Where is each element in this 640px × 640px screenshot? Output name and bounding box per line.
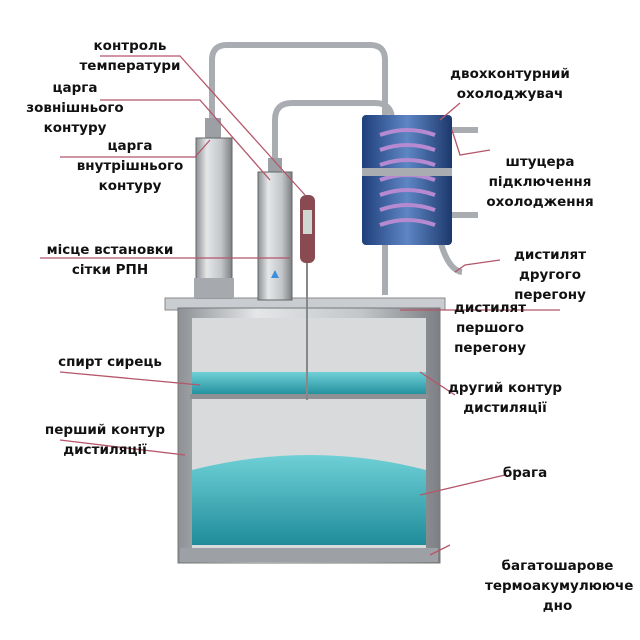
label-mesh-place: місце встановки сітки РПН bbox=[46, 242, 174, 278]
label-bottom: багатошарове термоакумулююче дно bbox=[485, 558, 634, 614]
label-outer-column: царга зовнішнього контуру bbox=[26, 80, 124, 136]
label-cooling-fittings: штуцера підключення охолодження bbox=[486, 154, 594, 210]
cooler bbox=[362, 115, 452, 245]
raw-spirit-level bbox=[192, 372, 426, 396]
mash-level bbox=[192, 455, 426, 545]
label-first-circuit: перший контур дистиляції bbox=[44, 422, 166, 458]
label-inner-column: царга внутрішнього контуру bbox=[76, 138, 184, 194]
outer-column bbox=[194, 118, 234, 299]
label-raw-spirit: спирт сирець bbox=[58, 354, 162, 370]
label-mash: брага bbox=[502, 465, 548, 481]
label-dual-cooler: двохконтурний охолоджувач bbox=[450, 66, 570, 102]
label-second-circuit: другий контур дистиляції bbox=[447, 380, 563, 416]
label-first-distillate: дистилят першого перегону bbox=[453, 300, 527, 356]
inner-column bbox=[257, 158, 293, 301]
tank bbox=[164, 297, 446, 564]
leader-lines bbox=[40, 55, 560, 556]
thermometer-icon bbox=[300, 195, 315, 400]
vapor-pipes bbox=[209, 42, 478, 295]
label-temperature-control: контроль температури bbox=[79, 38, 181, 74]
label-second-distillate: дистилят другого перегону bbox=[513, 247, 587, 303]
